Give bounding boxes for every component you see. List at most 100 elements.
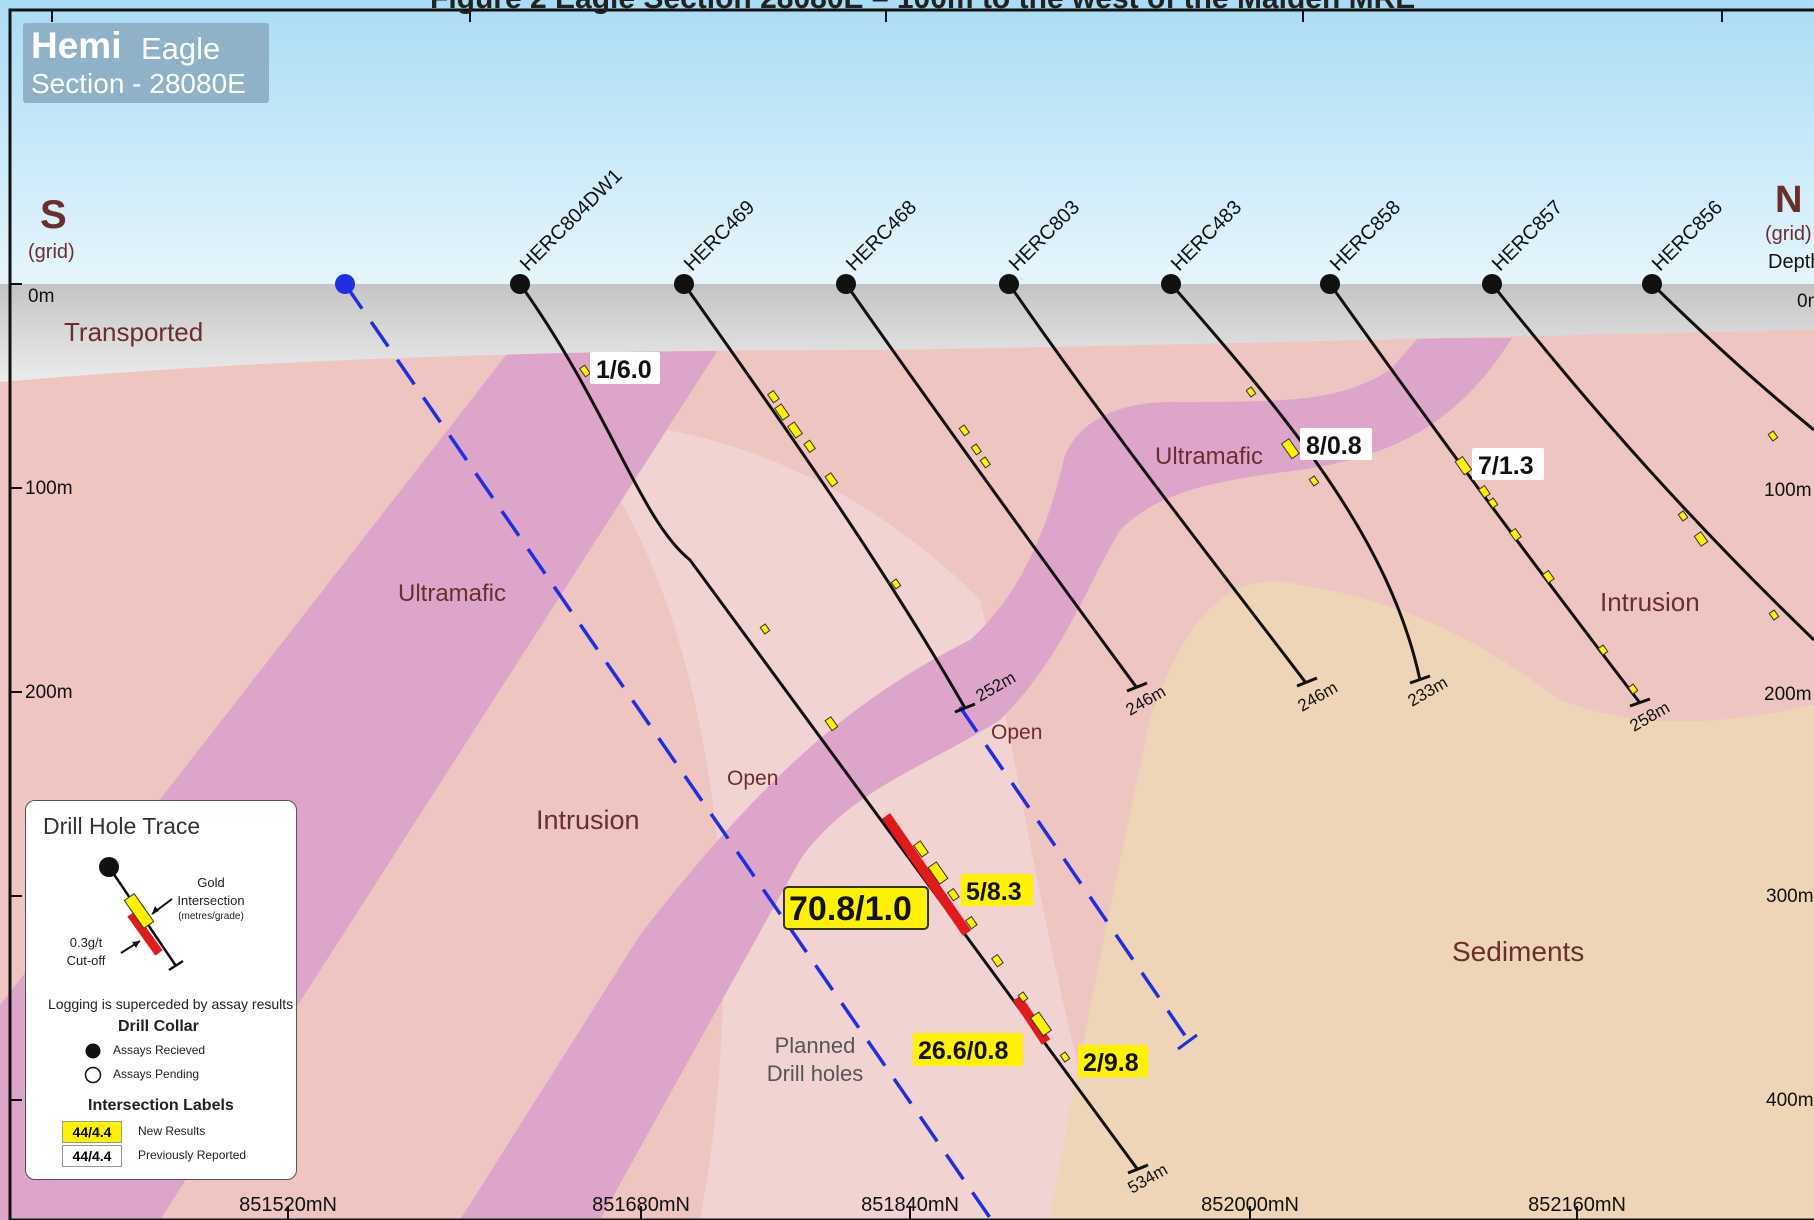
transported-layer	[0, 284, 1814, 382]
collar-assays-received	[510, 274, 530, 294]
label-ultramafic-right: Ultramafic	[1155, 443, 1263, 470]
gold-tick	[1597, 644, 1609, 656]
legend-title: Drill Hole Trace	[43, 813, 201, 839]
gold-tick	[1487, 497, 1499, 509]
depth-left-100: 100m	[25, 478, 73, 499]
gold-tick	[990, 953, 1004, 968]
northing-851680: 851680mN	[592, 1194, 690, 1216]
legend-intersection-labels: Intersection Labels	[88, 1097, 234, 1114]
gold-tick	[766, 389, 780, 404]
gold-tick	[578, 364, 592, 378]
legend-assays-pending: Assays Pending	[113, 1067, 200, 1081]
gold-tick	[979, 456, 992, 469]
gold-tick	[964, 915, 978, 930]
legend-drill-collar: Drill Collar	[118, 1018, 199, 1035]
depth-right-100: 100m	[1764, 480, 1812, 501]
eoh-cap	[1126, 681, 1148, 693]
title-sub: Eagle	[141, 31, 221, 66]
legend-trace-symbol	[84, 857, 184, 1084]
drill-hole-traces	[510, 274, 1814, 1175]
hole-trace-herc857	[1490, 283, 1814, 642]
gold-tick	[759, 623, 771, 635]
gold-tick	[1768, 609, 1780, 621]
gold-tick	[787, 421, 803, 439]
label-planned-1: Planned	[775, 1033, 856, 1058]
title-main: Hemi	[31, 25, 122, 66]
label-open-2: Open	[991, 721, 1042, 744]
sediments-unit	[1050, 581, 1814, 1220]
intersection-new-2: 5/8.3	[966, 878, 1022, 906]
gold-tick	[824, 716, 839, 732]
eoh-cap	[1127, 1163, 1149, 1175]
planned-hole-2-end	[1177, 1033, 1198, 1051]
gold-tick	[824, 472, 839, 488]
intersection-new-1: 70.8/1.0	[789, 890, 912, 928]
axis-ticks	[10, 10, 1723, 1220]
legend-gold-2: Intersection	[177, 893, 245, 908]
hole-trace-herc483	[1169, 283, 1422, 681]
depth-left-200: 200m	[25, 682, 73, 703]
label-open-1: Open	[727, 767, 778, 790]
figure-caption: Figure 2 Eagle Section 28080E – 100m to …	[430, 0, 1415, 16]
collar-assays-received	[999, 274, 1019, 294]
label-sediments: Sediments	[1452, 936, 1584, 967]
collar-assays-received	[674, 274, 694, 294]
orientation-north-grid: (grid)	[1765, 223, 1812, 245]
gold-tick	[970, 443, 983, 456]
high-grade-interval	[881, 813, 972, 936]
legend-cutoff-2: Cut-off	[66, 953, 106, 968]
ultramafic-right-band	[460, 338, 1512, 1220]
intersection-previous-2: 8/0.8	[1306, 432, 1362, 460]
legend-new-results: New Results	[138, 1124, 206, 1138]
gold-tick	[913, 840, 929, 858]
legend-assays-received: Assays Recieved	[113, 1043, 206, 1057]
collar-assays-received	[1642, 274, 1662, 294]
legend-chip-new: 44/4.4	[62, 1121, 122, 1143]
intersection-previous-1: 1/6.0	[596, 356, 652, 384]
hole-trace-herc803	[1007, 283, 1308, 684]
intrusion-light-zone	[560, 420, 1120, 1220]
gold-tick	[1454, 455, 1473, 476]
figure-frame	[8, 8, 1814, 1220]
new-intersection-labels: 70.8/1.0 5/8.3 26.6/0.8 2/9.8	[783, 874, 1148, 1077]
intersection-new-4: 2/9.8	[1083, 1049, 1139, 1077]
collar-assays-received	[1482, 274, 1502, 294]
orientation-south: S	[40, 193, 67, 237]
label-intrusion-left: Intrusion	[536, 805, 640, 835]
legend-cutoff-1: 0.3g/t	[69, 935, 103, 950]
section-title-box: Hemi Eagle Section - 28080E	[23, 23, 269, 103]
gold-tick	[803, 439, 817, 454]
hole-trace-herc804dw1	[518, 283, 1140, 1171]
gold-tick	[1541, 569, 1555, 584]
depth-left-0: 0m	[28, 286, 54, 307]
collar-assays-received	[836, 274, 856, 294]
gold-tick	[774, 403, 790, 421]
collar-assays-received	[1320, 274, 1340, 294]
gold-tick	[1477, 484, 1491, 499]
hole-trace-herc468	[844, 283, 1139, 689]
gold-tick	[958, 424, 971, 437]
title-section: Section - 28080E	[31, 68, 246, 99]
northing-851520: 851520mN	[239, 1194, 337, 1216]
gold-tick	[927, 861, 949, 885]
depth-right-300: 300m	[1766, 886, 1814, 907]
gold-tick	[1767, 430, 1779, 442]
gold-tick	[1017, 991, 1029, 1003]
legend-previously-reported: Previously Reported	[138, 1148, 247, 1162]
intersection-new-3: 26.6/0.8	[918, 1037, 1008, 1065]
label-transported: Transported	[64, 317, 203, 347]
label-intrusion-right: Intrusion	[1600, 587, 1700, 617]
depth-right-400: 400m	[1766, 1090, 1814, 1111]
northing-852160: 852160mN	[1528, 1194, 1626, 1216]
eoh-cap	[1629, 697, 1651, 708]
northing-851840: 851840mN	[861, 1194, 959, 1216]
gold-tick	[946, 887, 960, 902]
previous-intersection-labels: 1/6.0 8/0.8 7/1.3	[590, 352, 1544, 480]
planned-hole-1	[343, 283, 994, 1220]
eoh-cap	[954, 702, 976, 714]
orientation-north: N	[1775, 179, 1802, 221]
gold-tick	[1508, 527, 1522, 542]
label-ultramafic-left: Ultramafic	[398, 580, 506, 607]
gold-tick	[890, 578, 902, 590]
